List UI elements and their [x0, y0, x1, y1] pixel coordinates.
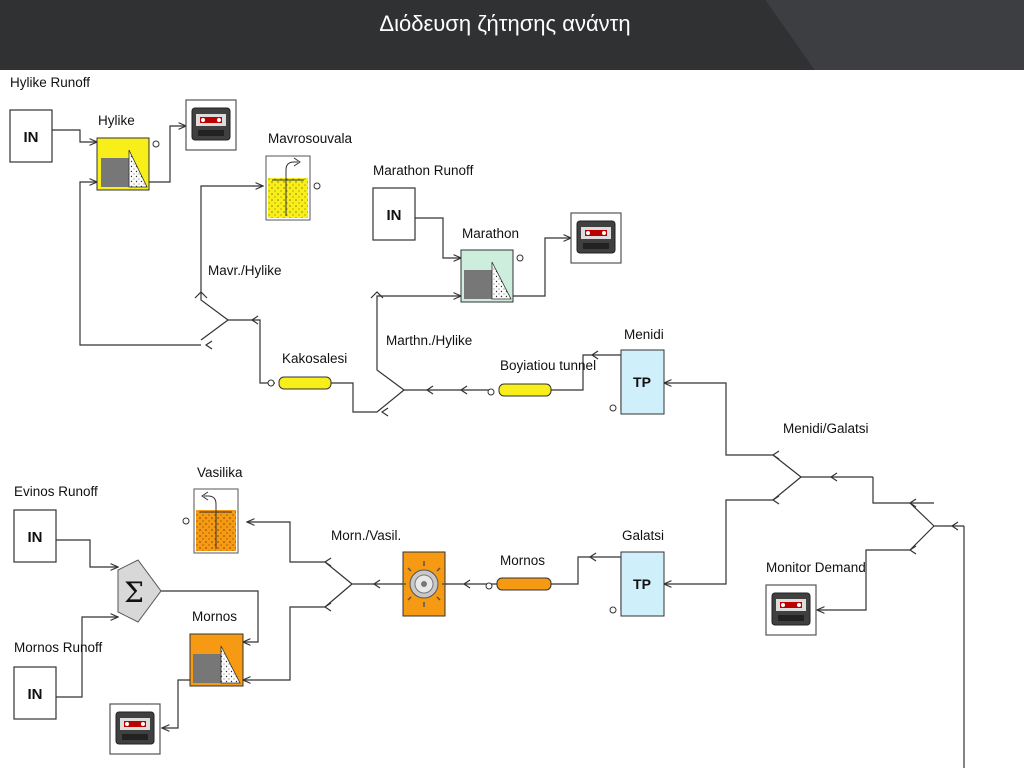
- link-hylike-return: [79, 182, 201, 346]
- hylike-runoff-node[interactable]: Hylike Runoff: [9, 75, 90, 163]
- kakosalesi-conduit[interactable]: Kakosalesi: [267, 351, 347, 390]
- link-hylike-runoff: [52, 129, 97, 142]
- mornos-runoff-node[interactable]: Mornos Runoff: [13, 640, 103, 720]
- boyiatiou-tunnel-conduit[interactable]: Boyiatiou tunnel: [487, 358, 596, 397]
- link-sigma-mornos: [161, 590, 259, 642]
- mornos-reservoir[interactable]: Mornos: [189, 609, 244, 687]
- link-evinos: [56, 539, 118, 567]
- link-hylike-monitor: [149, 126, 186, 183]
- hylike-runoff-label: Hylike Runoff: [10, 75, 90, 90]
- sigma-icon: Σ: [124, 576, 144, 609]
- input-icon: [13, 666, 57, 720]
- dam-icon: [128, 149, 148, 188]
- link-marathon-monitor: [513, 238, 571, 297]
- menidi-treatment-plant[interactable]: Menidi TP: [609, 327, 665, 415]
- input-icon: [9, 109, 53, 163]
- link-menidi: [664, 383, 802, 478]
- mavrosouvala-aquifer[interactable]: Mavrosouvala: [265, 131, 353, 221]
- hylike-reservoir[interactable]: Hylike: [96, 113, 150, 191]
- galatsi-label: Galatsi: [622, 528, 664, 543]
- reservoir-water-icon: [464, 270, 492, 299]
- pump-station[interactable]: [401, 551, 447, 617]
- marathon-monitor[interactable]: [570, 212, 622, 264]
- galatsi-treatment-plant[interactable]: Galatsi TP: [609, 528, 665, 617]
- marathon-runoff-node[interactable]: Marathon Runoff: [372, 163, 474, 241]
- hylike-label: Hylike: [98, 113, 135, 128]
- link-mavr-hylike: [200, 186, 263, 321]
- sum-junction[interactable]: Σ: [117, 559, 162, 623]
- hylike-monitor[interactable]: [152, 99, 237, 151]
- marathon-runoff-label: Marathon Runoff: [373, 163, 474, 178]
- network-diagram: IN: [9, 75, 965, 768]
- mornos-link-label: Mornos: [500, 553, 545, 568]
- reservoir-water-icon: [101, 158, 129, 187]
- cassette-icon: [185, 99, 237, 151]
- connection-lines: [52, 126, 965, 768]
- reservoir-water-icon: [193, 654, 221, 683]
- monitor-demand-label: Monitor Demand: [766, 560, 866, 575]
- mornos-conduit[interactable]: Mornos: [485, 553, 552, 591]
- well-pipe-icon: [204, 495, 217, 549]
- conduit-pipe-icon: [498, 383, 552, 397]
- cassette-icon: [570, 212, 622, 264]
- title-bar: Διόδευση ζήτησης ανάντη: [0, 0, 1024, 70]
- mornos-runoff-label: Mornos Runoff: [14, 640, 103, 655]
- marthn-hylike-label: Marthn./Hylike: [386, 333, 472, 348]
- mavrosouvala-label: Mavrosouvala: [268, 131, 353, 146]
- mavr-hylike-label: Mavr./Hylike: [208, 263, 282, 278]
- flow-arrows: [194, 291, 959, 612]
- morn-vasil-label: Morn./Vasil.: [331, 528, 401, 543]
- menidi-label: Menidi: [624, 327, 664, 342]
- vasilika-aquifer[interactable]: Vasilika: [182, 465, 243, 554]
- link-marathon-runoff: [415, 217, 461, 258]
- kakosalesi-label: Kakosalesi: [282, 351, 347, 366]
- link-mornos: [243, 583, 353, 680]
- conduit-pipe-icon: [278, 376, 332, 390]
- monitor-demand[interactable]: Monitor Demand: [765, 560, 866, 636]
- cassette-icon: [765, 584, 817, 636]
- conduit-pipe-icon: [496, 577, 552, 591]
- evinos-runoff-label: Evinos Runoff: [14, 484, 98, 499]
- link-galatsi: [664, 476, 802, 584]
- link-mornos-monitor: [162, 679, 190, 728]
- link-mornos-runoff: [56, 617, 118, 698]
- treatment-icon: TP: [633, 576, 651, 592]
- evinos-runoff-node[interactable]: Evinos Runoff: [13, 484, 98, 563]
- mornos-reservoir-label: Mornos: [192, 609, 237, 624]
- pump-icon: [401, 561, 447, 607]
- dam-icon: [220, 645, 241, 684]
- dam-icon: [491, 261, 512, 300]
- well-pipe-icon: [285, 161, 298, 216]
- vasilika-label: Vasilika: [197, 465, 243, 480]
- page-title: Διόδευση ζήτησης ανάντη: [379, 11, 631, 36]
- cassette-icon: [109, 703, 161, 755]
- mornos-monitor[interactable]: [109, 703, 161, 755]
- link-marthn-hylike: [376, 296, 461, 391]
- marathon-reservoir[interactable]: Marathon: [460, 226, 524, 303]
- link-vasilika: [247, 522, 353, 585]
- input-icon: [372, 187, 416, 241]
- boyiatiou-tunnel-label: Boyiatiou tunnel: [500, 358, 596, 373]
- marathon-label: Marathon: [462, 226, 519, 241]
- menidi-galatsi-label: Menidi/Galatsi: [783, 421, 869, 436]
- input-icon: [13, 509, 57, 563]
- treatment-icon: TP: [633, 374, 651, 390]
